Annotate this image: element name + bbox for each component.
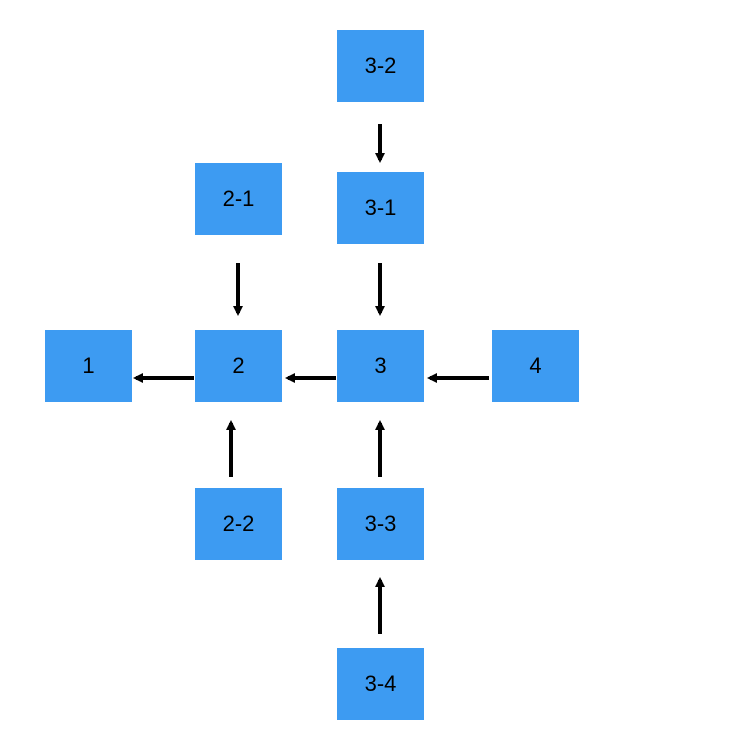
node-2-2: 2-2	[195, 488, 282, 560]
node-1: 1	[45, 330, 132, 402]
node-3-1: 3-1	[337, 172, 424, 244]
node-3-3: 3-3	[337, 488, 424, 560]
node-4: 4	[492, 330, 579, 402]
node-3-4: 3-4	[337, 648, 424, 720]
node-3: 3	[337, 330, 424, 402]
node-2: 2	[195, 330, 282, 402]
node-3-2: 3-2	[337, 30, 424, 102]
node-2-1: 2-1	[195, 163, 282, 235]
